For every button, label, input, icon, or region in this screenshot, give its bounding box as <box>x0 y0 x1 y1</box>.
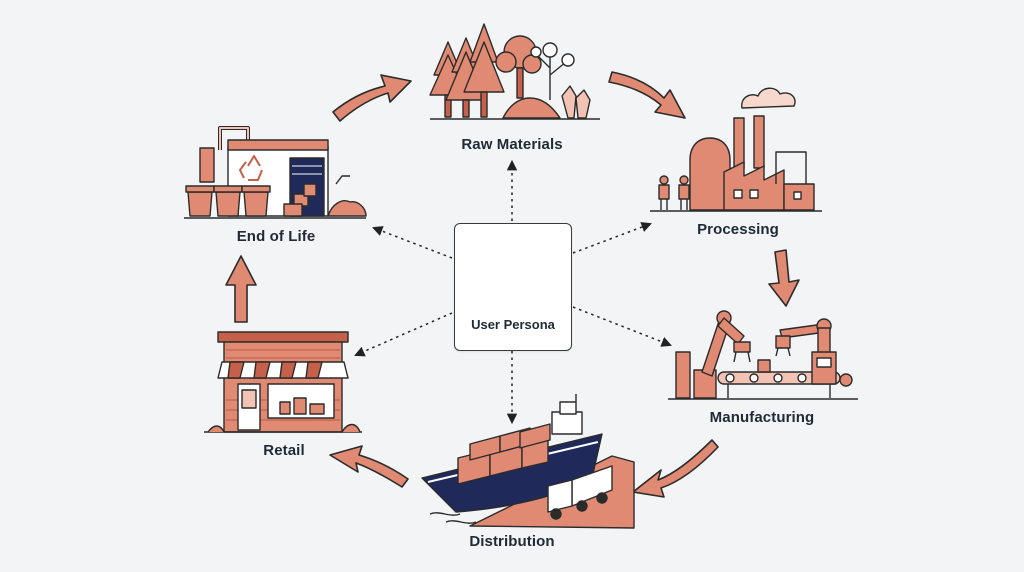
worker-icon <box>678 175 690 210</box>
arrow-raw-to-processing <box>608 71 686 119</box>
manufacturing-label: Manufacturing <box>709 409 815 426</box>
recycle-icon <box>239 155 263 181</box>
persona-connectors <box>354 159 672 425</box>
tank-icon <box>689 137 731 211</box>
retail-illustration <box>204 331 362 433</box>
connector-to-processing <box>572 222 652 254</box>
arrow-manufacturing-to-distribution <box>632 439 719 498</box>
factory-icon <box>723 161 785 211</box>
distribution-illustration <box>421 394 635 529</box>
connector-to-retail <box>354 312 453 357</box>
soil-pile-icon <box>502 97 561 119</box>
truck-icon <box>547 465 613 520</box>
arrow-processing-to-manufacturing <box>768 249 800 307</box>
processing-label: Processing <box>697 221 779 238</box>
cycle-arrows <box>225 71 800 498</box>
raw-materials-label: Raw Materials <box>461 136 563 153</box>
processing-illustration <box>650 87 822 212</box>
worker-icon <box>658 175 670 210</box>
tree-icon <box>495 35 542 99</box>
arrow-retail-to-end <box>225 255 257 323</box>
raw-materials-illustration <box>429 23 600 120</box>
retail-label: Retail <box>263 442 305 459</box>
distribution-label: Distribution <box>469 533 555 550</box>
end-of-life-label: End of Life <box>236 228 316 245</box>
pine-tree-icon <box>463 23 505 118</box>
robotic-arm-icon <box>693 310 751 399</box>
user-persona-card: User Persona <box>454 223 572 351</box>
arrow-end-to-raw <box>332 74 412 122</box>
recycling-bin-icon <box>185 185 271 217</box>
connector-to-manufacturing <box>572 306 672 347</box>
awning-icon <box>217 361 349 379</box>
rubble-icon <box>327 200 367 217</box>
cotton-plant-icon <box>530 42 575 100</box>
connector-to-end-of-life <box>372 226 453 259</box>
control-panel-icon <box>811 351 853 387</box>
crystal-icon <box>561 85 591 119</box>
arrow-distribution-to-retail <box>329 445 409 488</box>
end-of-life-illustration <box>184 126 367 219</box>
container-icon <box>457 423 551 485</box>
manufacturing-illustration <box>668 310 858 400</box>
smoke-icon <box>741 87 796 109</box>
user-persona-label: User Persona <box>471 317 555 332</box>
